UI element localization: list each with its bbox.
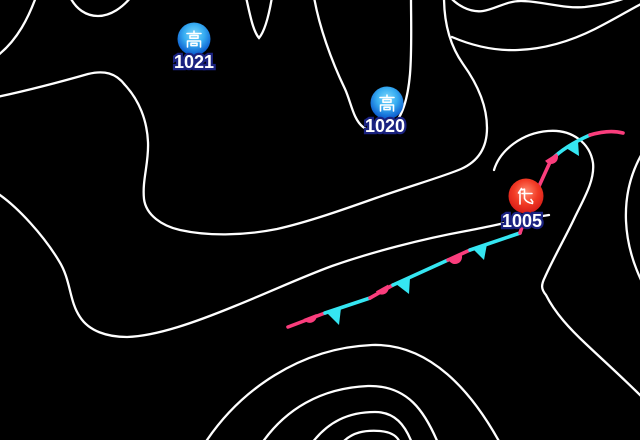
kanji-high-icon	[379, 94, 395, 112]
isobar-line	[450, 3, 640, 52]
warm-front-semicircle-icon	[375, 284, 389, 295]
pressure-value-label: 1020	[365, 116, 405, 136]
low-pressure-circle	[508, 178, 544, 214]
cold-front-triangle-icon	[473, 244, 487, 260]
kanji-high-icon	[186, 30, 202, 48]
front-segment-warm	[446, 248, 472, 262]
isobar-line	[0, 0, 37, 55]
pressure-value-label: 1021	[174, 52, 214, 72]
isobar-line	[0, 193, 551, 339]
high-pressure-marker-1021: 高 1021	[172, 22, 216, 74]
cold-front-triangle-icon	[396, 278, 410, 294]
isobar-line	[313, 0, 413, 134]
isobar-line	[245, 0, 273, 40]
isobar-line	[492, 129, 640, 397]
isobar-line	[624, 155, 640, 281]
low-pressure-marker-1005: 低 1005	[500, 178, 544, 233]
front-segment-cold	[323, 296, 372, 315]
isobar-line	[205, 343, 500, 440]
isobar-line	[70, 0, 130, 18]
pressure-value-label: 1005	[502, 211, 542, 231]
isobar-line	[262, 384, 438, 440]
front-segment-warm	[588, 129, 625, 137]
stationary-front	[286, 129, 625, 329]
cold-front-triangle-icon	[566, 141, 579, 156]
warm-front-semicircle-icon	[303, 314, 317, 323]
isobar-line	[312, 410, 412, 440]
front-segment-cold	[391, 258, 450, 287]
warm-front-semicircle-icon	[545, 153, 559, 165]
high-pressure-marker-1020: 高 1020	[363, 86, 407, 138]
kanji-low-icon	[517, 187, 534, 205]
warm-front-semicircle-icon	[448, 254, 463, 265]
cold-front-triangle-icon	[327, 308, 341, 325]
isobar-line	[0, 0, 489, 236]
isobar-line	[451, 0, 624, 13]
isobar-line	[343, 429, 400, 440]
